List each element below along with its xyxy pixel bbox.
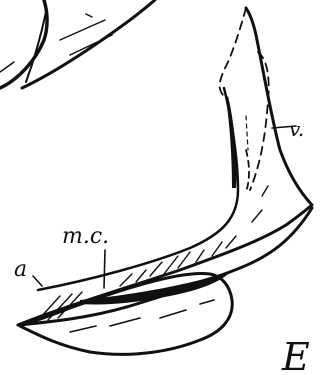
- panel-letter: E: [281, 335, 310, 375]
- label-v: v.: [289, 117, 304, 141]
- label-a: a: [14, 257, 27, 282]
- label-mc: m.c.: [62, 224, 109, 249]
- upper-fragment: [0, 0, 155, 88]
- leader-lines: [33, 126, 296, 288]
